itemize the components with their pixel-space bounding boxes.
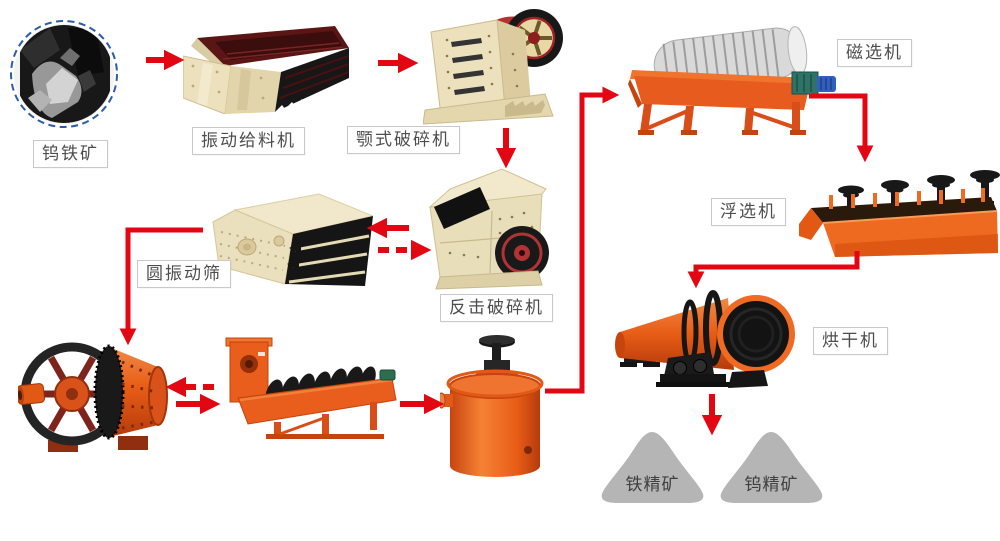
spiral-classifier-illustration bbox=[225, 337, 397, 439]
machine-dryer bbox=[610, 288, 795, 390]
machine-jaw-crusher bbox=[423, 4, 563, 126]
label-flotation-machine: 浮选机 bbox=[711, 198, 786, 226]
machine-impact-crusher bbox=[420, 163, 565, 291]
mixing-tank-illustration bbox=[440, 335, 544, 477]
machine-spiral-classifier bbox=[222, 336, 397, 441]
jaw-crusher-illustration bbox=[423, 9, 563, 125]
magnetic-separator-illustration bbox=[628, 26, 836, 135]
vibrating-feeder-illustration bbox=[183, 26, 349, 114]
machine-vibrating-feeder bbox=[183, 26, 349, 114]
machine-flotation-machine bbox=[795, 166, 1000, 258]
machine-mixing-tank bbox=[440, 330, 548, 480]
impact-crusher-illustration bbox=[428, 168, 549, 290]
label-magnetic-separator: 磁选机 bbox=[837, 39, 912, 67]
tungsten-concentrate-pile-shape bbox=[720, 432, 823, 503]
machine-circular-vibrating-screen bbox=[205, 192, 373, 290]
machine-tungsten-ore bbox=[8, 16, 120, 130]
label-jaw-crusher: 颚式破碎机 bbox=[347, 126, 460, 154]
tungsten-ore-illustration bbox=[10, 20, 118, 128]
iron-concentrate-pile-shape bbox=[601, 432, 704, 503]
label-dryer: 烘干机 bbox=[813, 327, 888, 355]
circular-vibrating-screen-illustration bbox=[212, 193, 373, 286]
label-impact-crusher: 反击破碎机 bbox=[440, 294, 553, 322]
pile-iron-concentrate-label: 铁精矿 bbox=[625, 475, 680, 495]
machine-ball-mill bbox=[18, 334, 170, 456]
label-tungsten-ore: 钨铁矿 bbox=[33, 140, 108, 168]
label-vibrating-screen: 圆振动筛 bbox=[137, 260, 231, 288]
machine-magnetic-separator bbox=[628, 24, 836, 136]
label-vibrating-feeder: 振动给料机 bbox=[192, 127, 305, 155]
pile-tungsten-concentrate: 钨精矿 bbox=[714, 428, 829, 506]
dryer-illustration bbox=[615, 290, 795, 388]
pile-tungsten-concentrate-label: 钨精矿 bbox=[744, 475, 799, 495]
ball-mill-illustration bbox=[18, 342, 168, 452]
pile-iron-concentrate: 铁精矿 bbox=[595, 428, 710, 506]
flotation-machine-illustration bbox=[799, 170, 1000, 257]
